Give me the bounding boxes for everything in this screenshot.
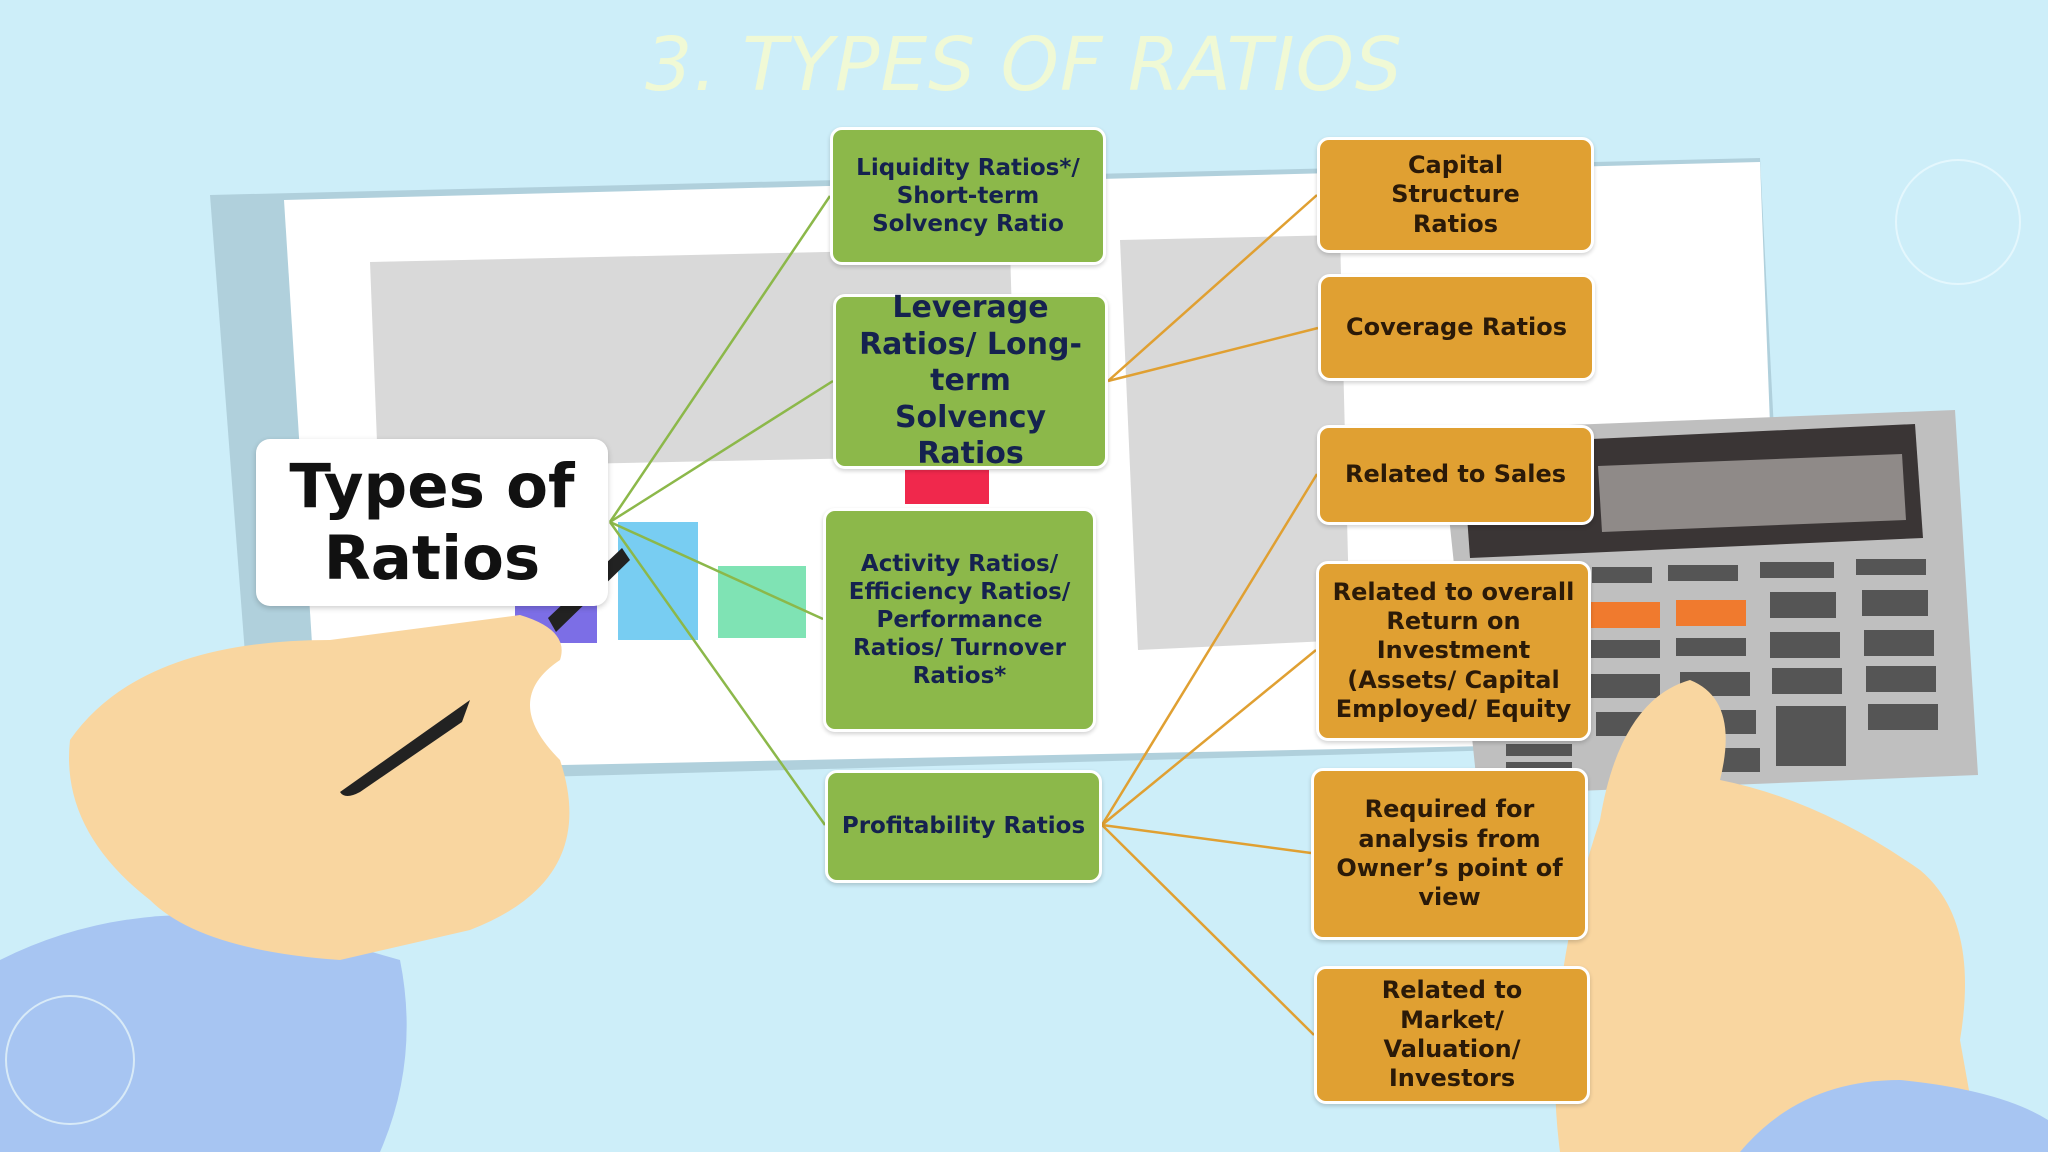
link-leverage-capital [1107,194,1318,382]
link-profit-market [1101,824,1315,1036]
node-owners-point-of-view: Required for analysis from Owner’s point… [1311,768,1588,940]
left-hand-illustration [0,548,630,1152]
node-coverage-ratios: Coverage Ratios [1318,274,1595,381]
link-leverage-coverage [1107,326,1319,383]
link-root-activity [609,520,824,621]
link-root-profitability [608,521,827,826]
chart-bar-blue [618,522,698,640]
link-profit-roi [1101,649,1317,826]
root-node-types-of-ratios: Types of Ratios [256,439,608,606]
node-leverage-ratios: Leverage Ratios/ Long-term Solvency Rati… [833,290,1108,471]
node-label: Profitability Ratios [841,813,1086,840]
chart-bar-red [905,470,989,504]
node-label: Required for analysis from Owner’s point… [1336,795,1563,912]
slide-title: 3. TYPES OF RATIOS [645,22,1403,108]
document-grey-panel-right [1120,235,1350,650]
node-label: Liquidity Ratios*/ Short-term Solvency R… [856,154,1080,238]
link-profit-sales [1100,473,1319,826]
node-related-to-sales: Related to Sales [1317,425,1594,525]
link-profit-owner [1101,823,1312,855]
node-related-to-market: Related to Market/ Valuation/ Investors [1314,966,1590,1104]
node-label: Related to Sales [1344,460,1567,489]
link-root-leverage [609,379,834,524]
decorative-circle [5,995,135,1125]
node-capital-structure-ratios: Capital Structure Ratios [1317,137,1594,253]
node-activity-ratios: Activity Ratios/ Efficiency Ratios/ Perf… [823,508,1096,732]
node-label: Coverage Ratios [1345,312,1567,341]
node-label: Activity Ratios/ Efficiency Ratios/ Perf… [848,550,1071,690]
node-liquidity-ratios: Liquidity Ratios*/ Short-term Solvency R… [830,127,1106,265]
node-label: Related to overall Return on Investment … [1332,577,1575,723]
decorative-circle [1895,159,2021,285]
node-profitability-ratios: Profitability Ratios [825,770,1102,883]
root-node-label: Types of Ratios [289,450,575,594]
node-label: Leverage Ratios/ Long-term Solvency Rati… [859,290,1082,472]
link-root-liquidity [608,195,832,523]
node-label: Related to Market/ Valuation/ Investors [1381,976,1523,1093]
right-hand-illustration [1555,680,2048,1152]
node-label: Capital Structure Ratios [1391,151,1520,238]
node-return-on-investment: Related to overall Return on Investment … [1316,561,1591,741]
